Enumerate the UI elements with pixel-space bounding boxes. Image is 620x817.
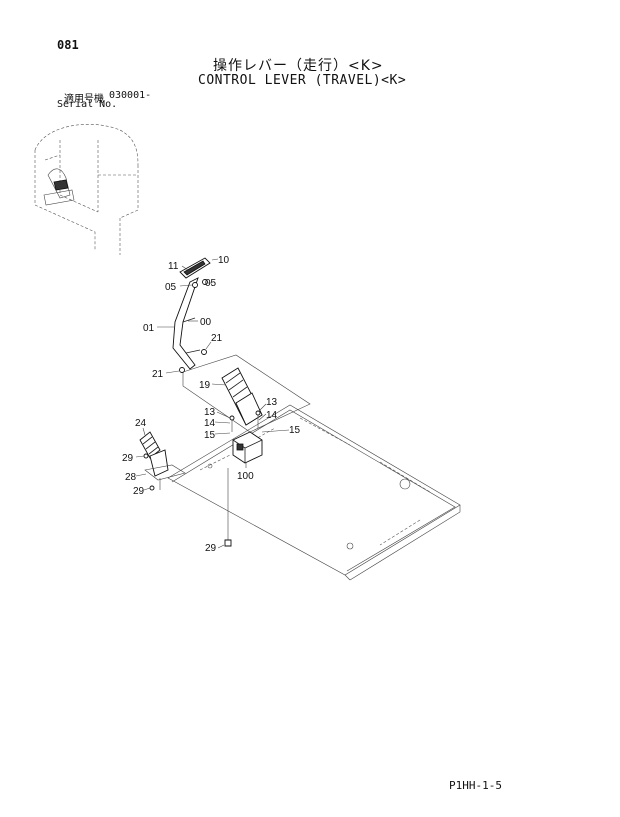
callout-29-middle: 29 (133, 486, 145, 497)
callout-15-left: 15 (204, 430, 216, 441)
callout-15-right: 15 (289, 425, 301, 436)
callout-10: 10 (218, 255, 230, 266)
title-japanese: 操作レバー（走行）<K> (213, 58, 384, 74)
page-number: 081 (57, 38, 79, 52)
aux-pedal (139, 431, 186, 491)
travel-pedal (221, 367, 263, 426)
serial-label-japanese: 適用号機 (64, 94, 104, 105)
bolt-29 (224, 539, 232, 547)
callout-05-left: 05 (165, 282, 177, 293)
callout-19: 19 (199, 380, 211, 391)
serial-label-english: Serial No. (57, 99, 118, 110)
pedal-panel (182, 354, 311, 433)
travel-lever (172, 257, 211, 373)
callout-28: 28 (125, 472, 137, 483)
callout-21-upper: 21 (211, 333, 223, 344)
cab-locator-sketch (34, 124, 139, 255)
leader-lines (135, 258, 290, 549)
callout-14-left: 14 (204, 418, 216, 429)
serial-number-value: 030001- (109, 90, 152, 101)
floor-plate (167, 404, 461, 581)
callout-11: 11 (168, 261, 179, 272)
callout-14-right: 14 (266, 410, 278, 421)
callout-00: 00 (200, 317, 212, 328)
callout-labels: 11 10 05 05 01 00 21 21 19 13 14 15 13 1… (122, 255, 301, 554)
callout-100: 100 (237, 471, 254, 482)
valve-block (229, 410, 263, 464)
callout-24: 24 (135, 418, 147, 429)
footer-page-code: P1HH-1-5 (449, 779, 502, 792)
callout-01: 01 (143, 323, 155, 334)
callout-29-bottom: 29 (205, 543, 217, 554)
callout-21-lower: 21 (152, 369, 164, 380)
callout-13-left: 13 (204, 407, 216, 418)
callout-13-right: 13 (266, 397, 278, 408)
callout-05-right: 05 (205, 278, 217, 289)
title-english: CONTROL LEVER (TRAVEL)<K> (198, 73, 407, 88)
callout-29-upper: 29 (122, 453, 134, 464)
